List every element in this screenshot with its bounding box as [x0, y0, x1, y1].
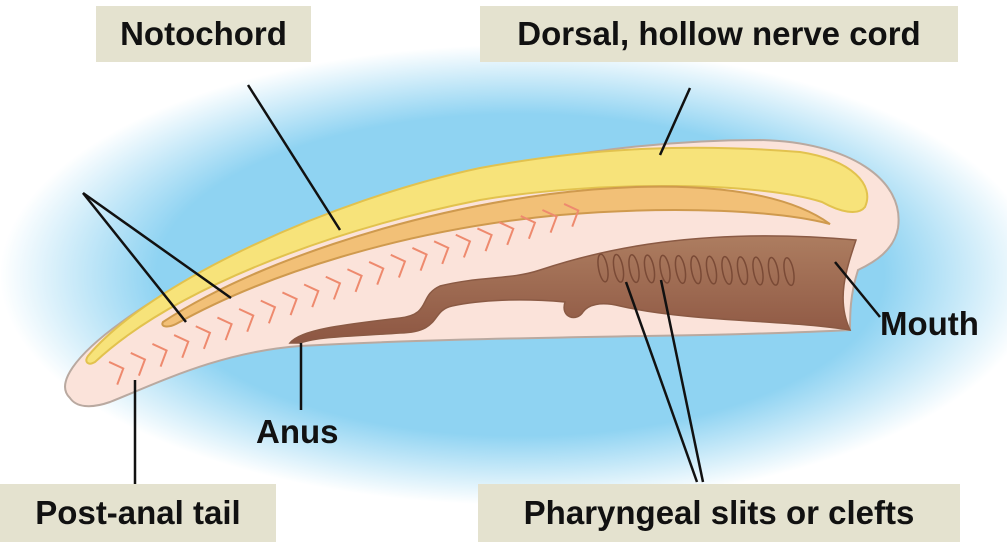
- muscle-chevron: [303, 283, 320, 308]
- muscle-chevron: [152, 343, 168, 367]
- muscle-chevron: [412, 247, 428, 271]
- muscle-chevron: [108, 361, 125, 385]
- muscle-chevron: [217, 316, 233, 341]
- muscle-chevron: [498, 221, 515, 246]
- pharyngeal-slit: [643, 254, 656, 284]
- nerve-cord-label: Dorsal, hollow nerve cord: [480, 6, 958, 62]
- muscle-chevron: [130, 352, 147, 376]
- pharyngeal-slit: [721, 255, 733, 285]
- muscle-chevron: [563, 203, 580, 227]
- muscle-chevron: [455, 233, 472, 258]
- pharyngeal-slit: [705, 255, 718, 285]
- pharyngeal-slit: [752, 256, 764, 286]
- pharyngeal-slit: [659, 254, 671, 284]
- muscle-chevron: [282, 291, 298, 316]
- nerve-cord: [85, 146, 869, 365]
- nerve-cord-pointer: [658, 87, 692, 156]
- muscle-chevron: [325, 275, 342, 300]
- muscle-chevron: [238, 308, 255, 333]
- pharyngeal-slit: [674, 254, 687, 285]
- notochord-pointer: [246, 84, 342, 231]
- muscle-chevron: [520, 215, 537, 240]
- muscle-chevron: [542, 209, 558, 234]
- muscle-chevron: [477, 227, 493, 252]
- muscle-chevron: [390, 253, 407, 278]
- pharyngeal-slit: [767, 256, 780, 286]
- muscle-chevron: [368, 261, 385, 285]
- pharyngeal-slit: [597, 253, 609, 283]
- muscle-pointer-1: [82, 192, 187, 323]
- muscle-chevron: [195, 325, 212, 350]
- muscle-segments: [108, 203, 580, 385]
- muscle-pointer-2: [82, 191, 232, 300]
- muscle-chevron: [173, 334, 190, 359]
- mouth-pointer: [834, 261, 881, 318]
- slits-pointer-1: [624, 281, 699, 483]
- pharyngeal-slit: [628, 254, 640, 284]
- muscle-chevron: [347, 268, 363, 293]
- pharyngeal-slit: [690, 255, 702, 285]
- post-anal-tail-label: Post-anal tail: [0, 484, 276, 542]
- pharyngeal-slits-label: Pharyngeal slits or clefts: [478, 484, 960, 542]
- mouth-label: Mouth: [880, 305, 979, 342]
- anus-label: Anus: [256, 413, 339, 450]
- muscle-chevron: [433, 240, 450, 265]
- notochord: [161, 185, 831, 328]
- pharyngeal-slit: [612, 253, 625, 283]
- slits-pointer-2: [659, 279, 705, 483]
- pharyngeal-slits: [597, 253, 795, 287]
- pharyngeal-slit: [783, 257, 795, 287]
- muscle-chevron: [260, 299, 277, 324]
- notochord-label: Notochord: [96, 6, 311, 62]
- pharyngeal-slit: [736, 256, 749, 286]
